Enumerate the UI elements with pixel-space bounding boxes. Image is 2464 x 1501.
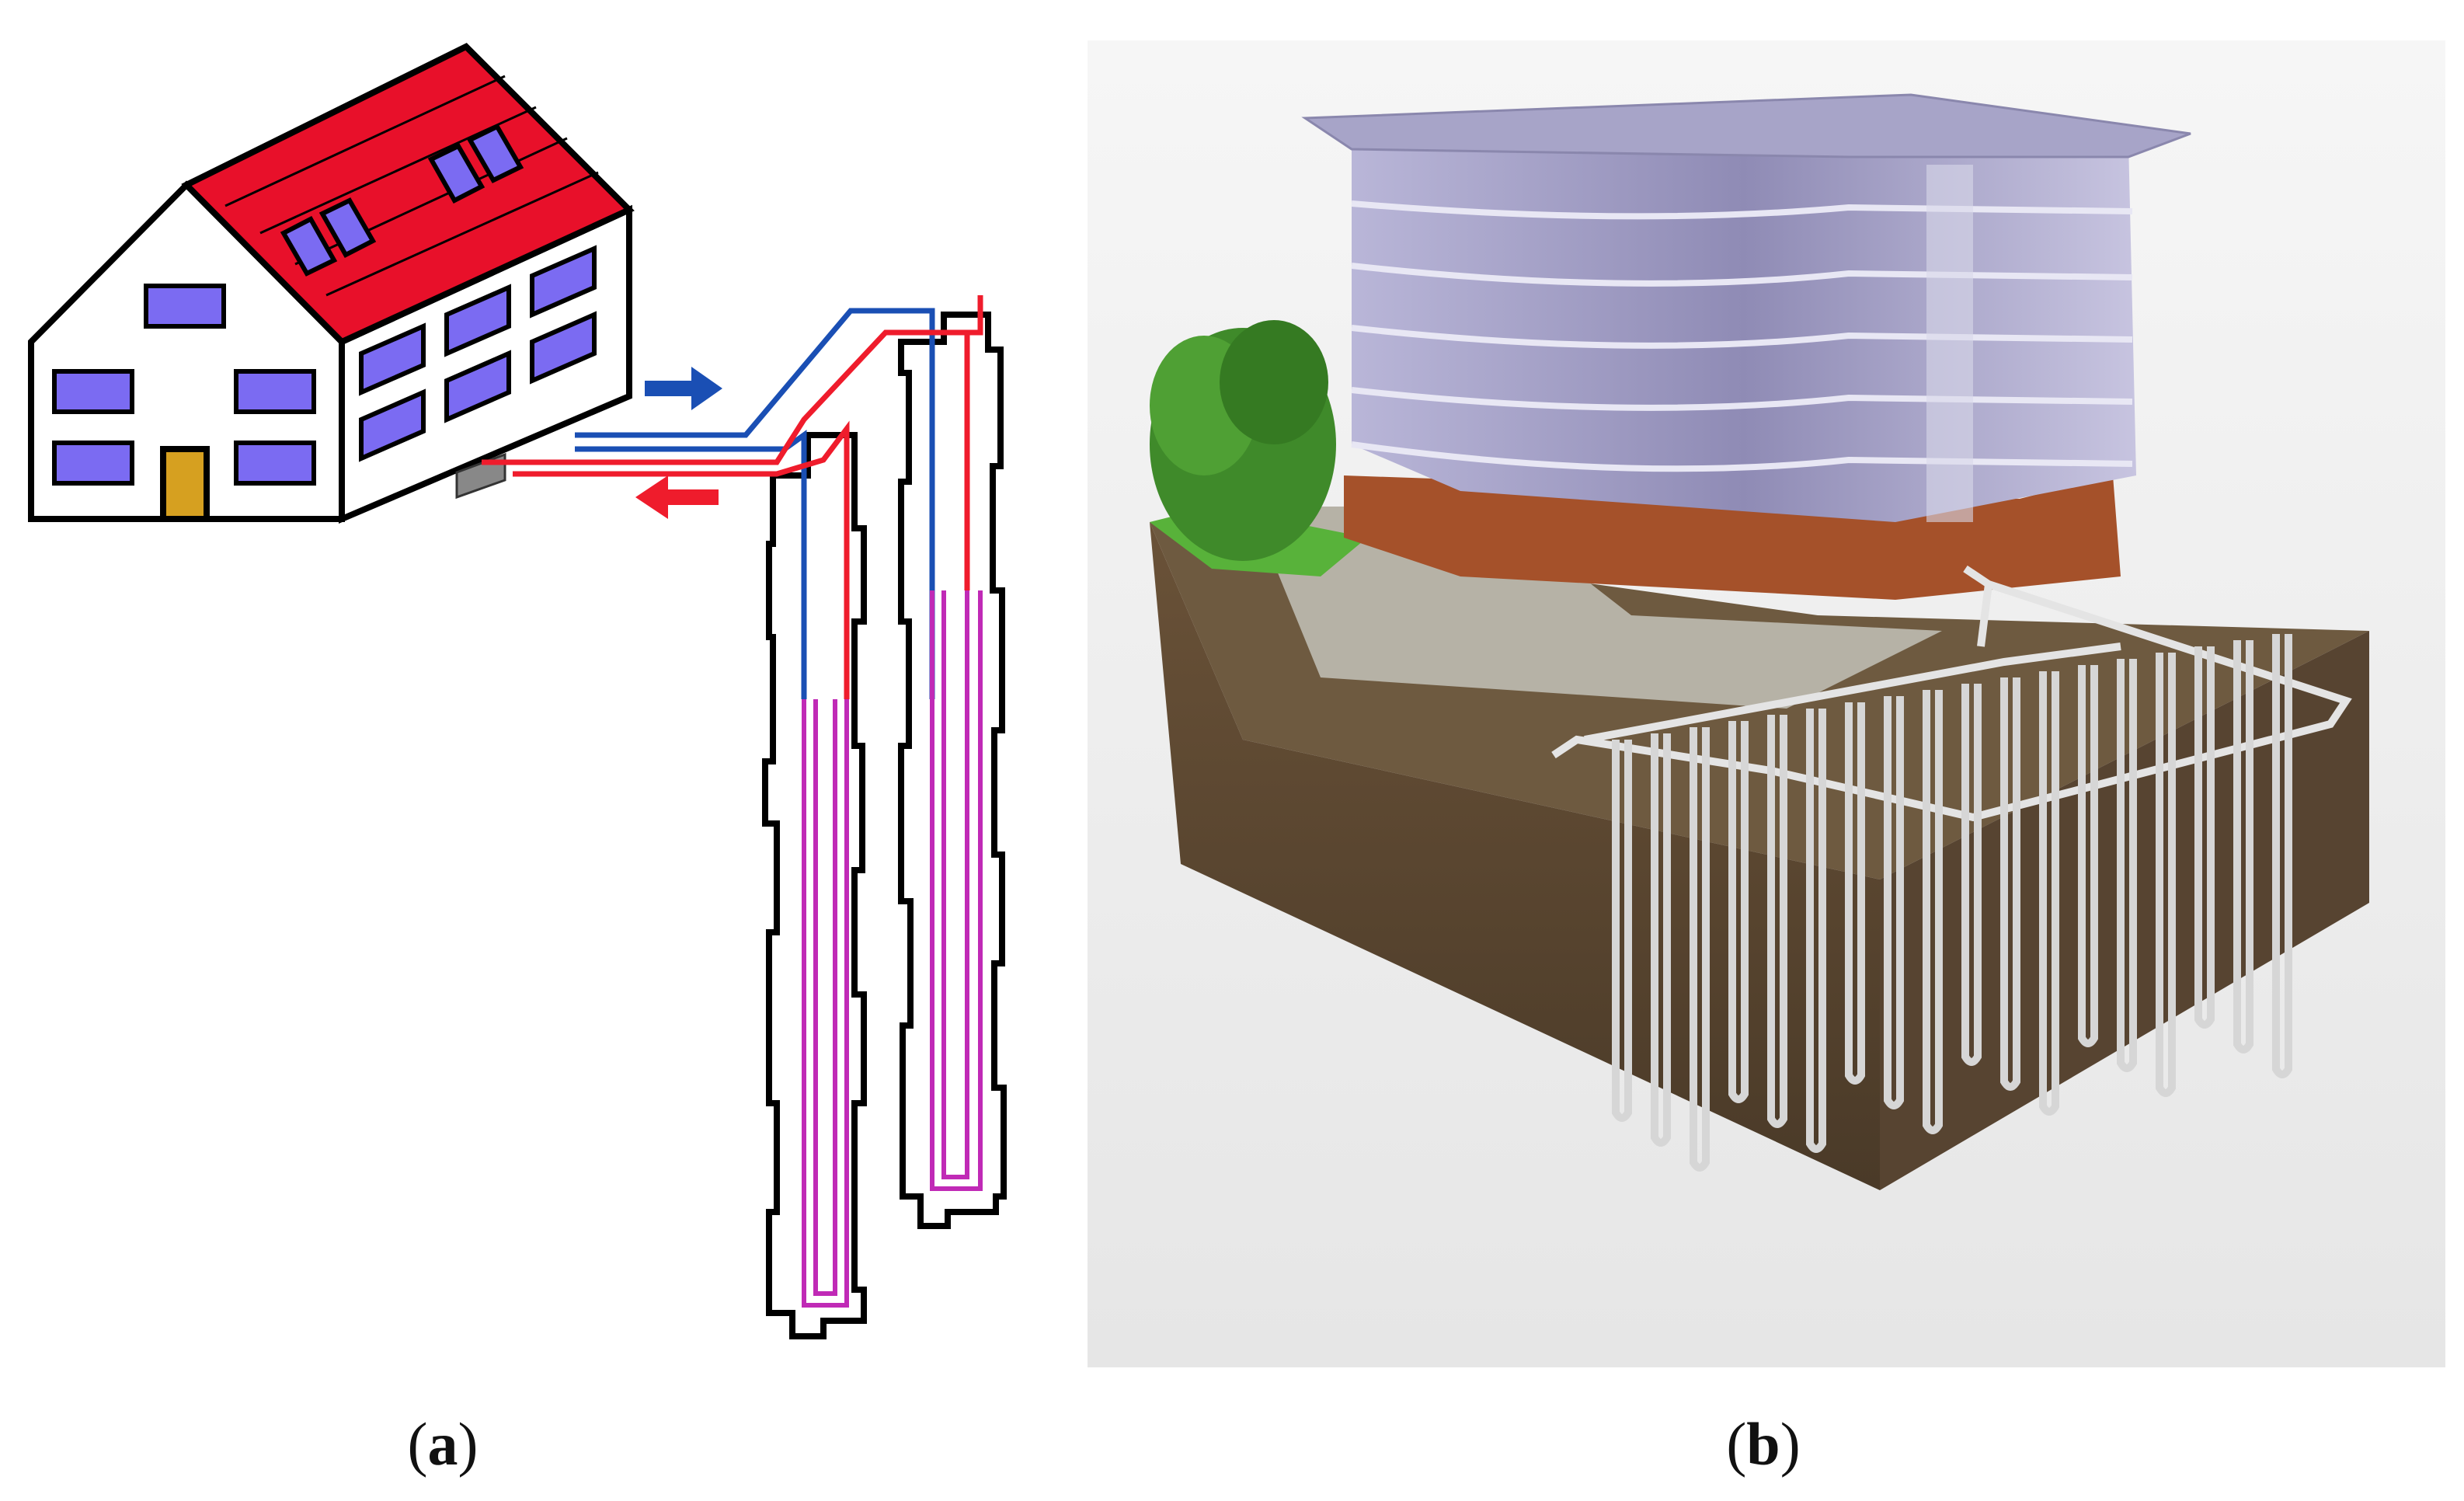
front-windows <box>52 284 316 486</box>
energy-pile <box>2078 665 2098 1047</box>
return-pipes <box>482 295 983 699</box>
side-windows <box>359 245 597 462</box>
window <box>234 441 316 486</box>
caption-a: (a) <box>407 1410 479 1478</box>
header-pipe <box>1584 643 2121 744</box>
energy-pile <box>1884 696 1904 1109</box>
energy-pile <box>1923 690 1943 1134</box>
window <box>359 388 426 462</box>
house-borehole-svg <box>28 43 1007 1339</box>
supply-pipes <box>575 308 935 699</box>
energy-pile <box>1961 684 1982 1066</box>
energy-pile <box>1612 740 1632 1122</box>
energy-pile <box>1651 733 1671 1147</box>
window <box>530 311 597 385</box>
flow-arrow-in <box>635 475 719 519</box>
energy-pile <box>2156 653 2176 1097</box>
energy-pile <box>2194 646 2215 1029</box>
window <box>530 245 597 319</box>
panel-a-house-borehole-illustration <box>0 0 1056 1391</box>
stairwell <box>1926 165 1973 522</box>
tree <box>1150 320 1336 561</box>
window <box>234 369 316 414</box>
arrow-left-icon <box>635 475 719 519</box>
energy-pile <box>2117 659 2137 1072</box>
return-pipe <box>482 295 983 465</box>
mixed-pipes <box>802 590 983 1308</box>
building-piles-svg <box>1088 40 2445 1367</box>
supply-pipe <box>575 308 935 699</box>
energy-pile <box>1767 715 1787 1128</box>
loop-pipe <box>941 590 969 1179</box>
energy-pile <box>1806 709 1826 1153</box>
floor-bands <box>1351 200 2133 472</box>
energy-pile <box>2000 677 2020 1091</box>
house-roof <box>181 43 635 346</box>
borehole-right <box>898 312 1007 1229</box>
window <box>144 284 226 329</box>
window <box>52 441 134 486</box>
flow-arrow-out <box>645 367 722 410</box>
roof-window <box>318 197 377 258</box>
loop-pipe <box>813 699 837 1296</box>
return-pipe <box>513 420 850 699</box>
loop-pipe <box>802 699 849 1308</box>
window <box>444 284 511 357</box>
office-building <box>1301 93 2191 600</box>
window <box>52 369 134 414</box>
header-pipe <box>1551 565 2352 822</box>
connector-pipe <box>1977 583 1992 647</box>
house-door <box>160 446 210 522</box>
roof-window <box>427 143 485 204</box>
energy-piles <box>1612 634 2292 1172</box>
energy-pile <box>2233 640 2253 1053</box>
panel-b-building-energy-piles-illustration <box>1088 40 2445 1367</box>
energy-pile <box>1728 721 1749 1103</box>
window <box>444 350 511 423</box>
caption-b: (b) <box>1726 1410 1801 1478</box>
window <box>359 322 426 396</box>
roof-window <box>466 124 524 183</box>
borehole-outline <box>898 312 1007 1229</box>
house <box>28 43 635 524</box>
arrow-right-icon <box>645 367 722 410</box>
energy-pile <box>1845 702 1865 1085</box>
loop-pipe <box>930 590 983 1191</box>
energy-pile <box>2272 634 2292 1078</box>
energy-pile-network <box>1551 565 2352 822</box>
building-roof <box>1301 93 2191 158</box>
energy-pile <box>1690 727 1710 1172</box>
roof-windows <box>280 124 524 277</box>
energy-pile <box>2039 671 2059 1116</box>
roof-window <box>280 216 338 277</box>
supply-pipe <box>575 430 807 699</box>
